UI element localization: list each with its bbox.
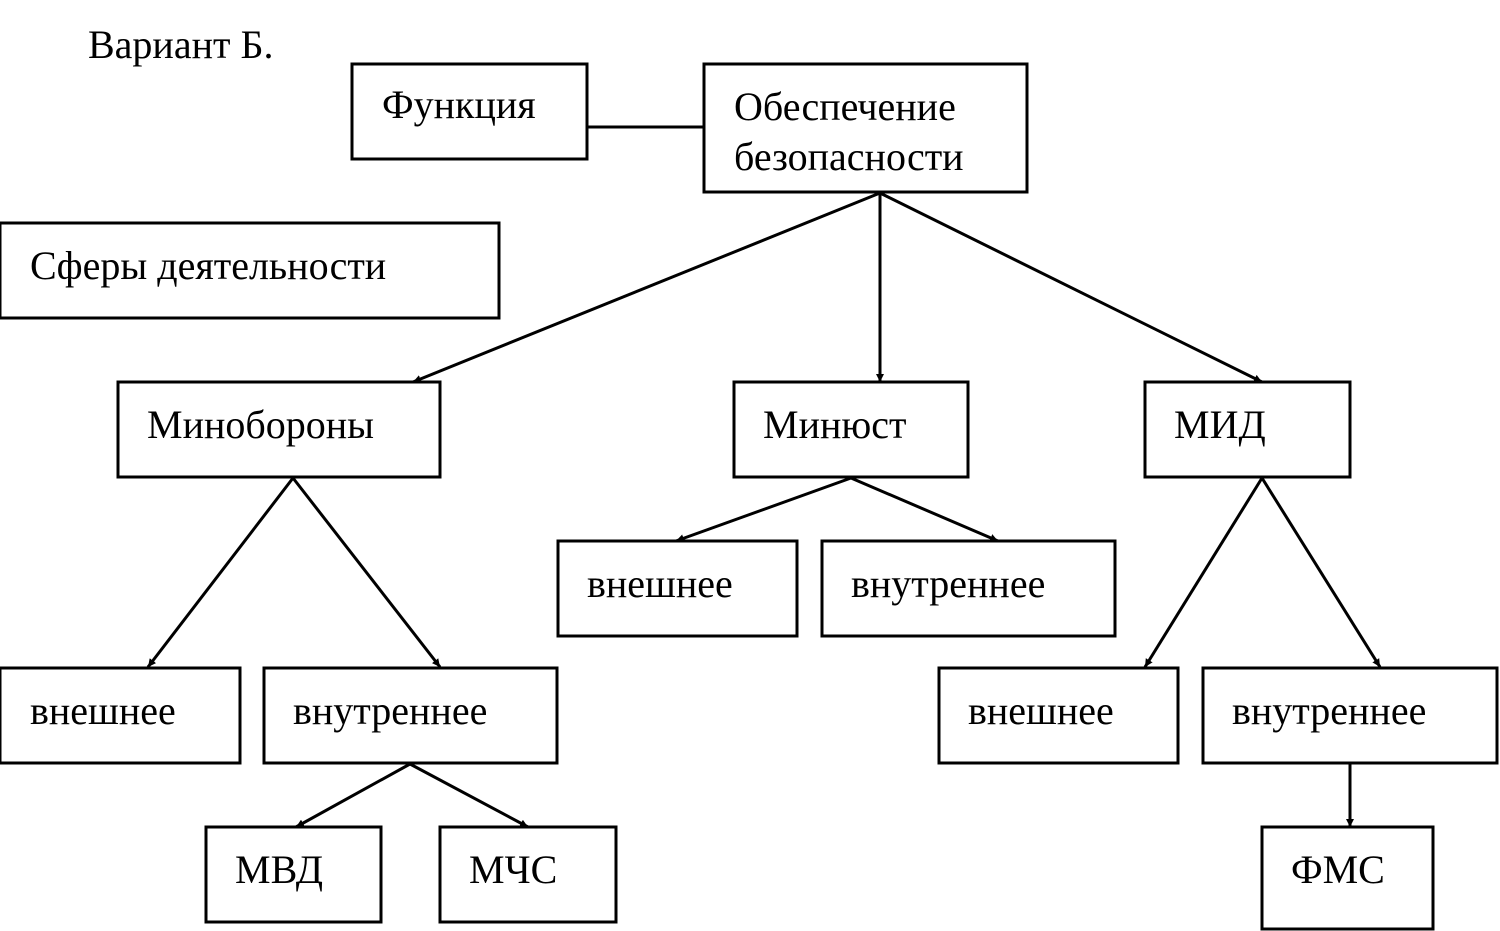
mid-to-internal-arrow xyxy=(1260,477,1382,668)
mid-internal-box xyxy=(1201,666,1499,765)
minyust-box xyxy=(732,380,970,479)
node-mchs: МЧС xyxy=(438,825,618,924)
function-label: Функция xyxy=(382,82,536,127)
variant-caption: Вариант Б. xyxy=(88,22,273,67)
node-minoborony: Минобороны xyxy=(116,380,442,479)
node-function: Функция xyxy=(350,62,589,161)
fms-box xyxy=(1260,825,1435,931)
node-mid: МИД xyxy=(1143,380,1352,479)
spheres-box xyxy=(0,221,501,320)
minoborony-label: Минобороны xyxy=(147,402,374,447)
node-spheres: Сферы деятельности xyxy=(0,221,501,320)
minoborony-external-box xyxy=(0,666,242,765)
minoborony-internal-label: внутреннее xyxy=(293,688,487,733)
node-mvd: МВД xyxy=(204,825,383,924)
minoborony-internal-box xyxy=(262,666,559,765)
node-mid-external: внешнее xyxy=(937,666,1180,765)
node-minyust-external: внешнее xyxy=(556,539,799,638)
mchs-label: МЧС xyxy=(469,847,557,892)
node-mid-internal: внутреннее xyxy=(1201,666,1499,765)
mid-external-label: внешнее xyxy=(968,688,1114,733)
mid-to-external-arrow xyxy=(1143,477,1264,668)
minyust-internal-box xyxy=(820,539,1117,638)
security-to-minoborony-arrow xyxy=(412,191,881,384)
node-security: Обеспечение безопасности xyxy=(702,62,1029,194)
minoborony-to-internal-arrow xyxy=(291,477,442,668)
internal-to-mvd-arrow xyxy=(295,762,411,829)
connectors xyxy=(146,125,1382,829)
security-label-line1: Обеспечение xyxy=(734,84,956,129)
node-minyust: Минюст xyxy=(732,380,970,479)
function-box xyxy=(350,62,589,161)
minyust-internal-label: внутреннее xyxy=(851,561,1045,606)
minyust-external-label: внешнее xyxy=(587,561,733,606)
node-minyust-internal: внутреннее xyxy=(820,539,1117,638)
minoborony-to-external-arrow xyxy=(146,477,295,668)
node-minoborony-internal: внутреннее xyxy=(262,666,559,765)
security-box xyxy=(702,62,1029,194)
minoborony-external-label: внешнее xyxy=(30,688,176,733)
minyust-to-external-arrow xyxy=(675,476,852,543)
mid-internal-label: внутреннее xyxy=(1232,688,1426,733)
fms-label: ФМС xyxy=(1291,847,1385,892)
mid-label: МИД xyxy=(1174,402,1266,447)
minyust-to-internal-arrow xyxy=(850,476,999,543)
minyust-external-box xyxy=(556,539,799,638)
mvd-box xyxy=(204,825,383,924)
mid-box xyxy=(1143,380,1352,479)
security-to-mid-arrow xyxy=(879,191,1263,384)
node-minoborony-external: внешнее xyxy=(0,666,242,765)
mid-external-box xyxy=(937,666,1180,765)
minoborony-box xyxy=(116,380,442,479)
spheres-label: Сферы деятельности xyxy=(30,243,386,288)
mvd-label: МВД xyxy=(235,847,323,892)
minyust-label: Минюст xyxy=(763,402,907,447)
node-fms: ФМС xyxy=(1260,825,1435,931)
mchs-box xyxy=(438,825,618,924)
security-label-line2: безопасности xyxy=(734,134,964,179)
internal-to-mchs-arrow xyxy=(409,762,529,829)
